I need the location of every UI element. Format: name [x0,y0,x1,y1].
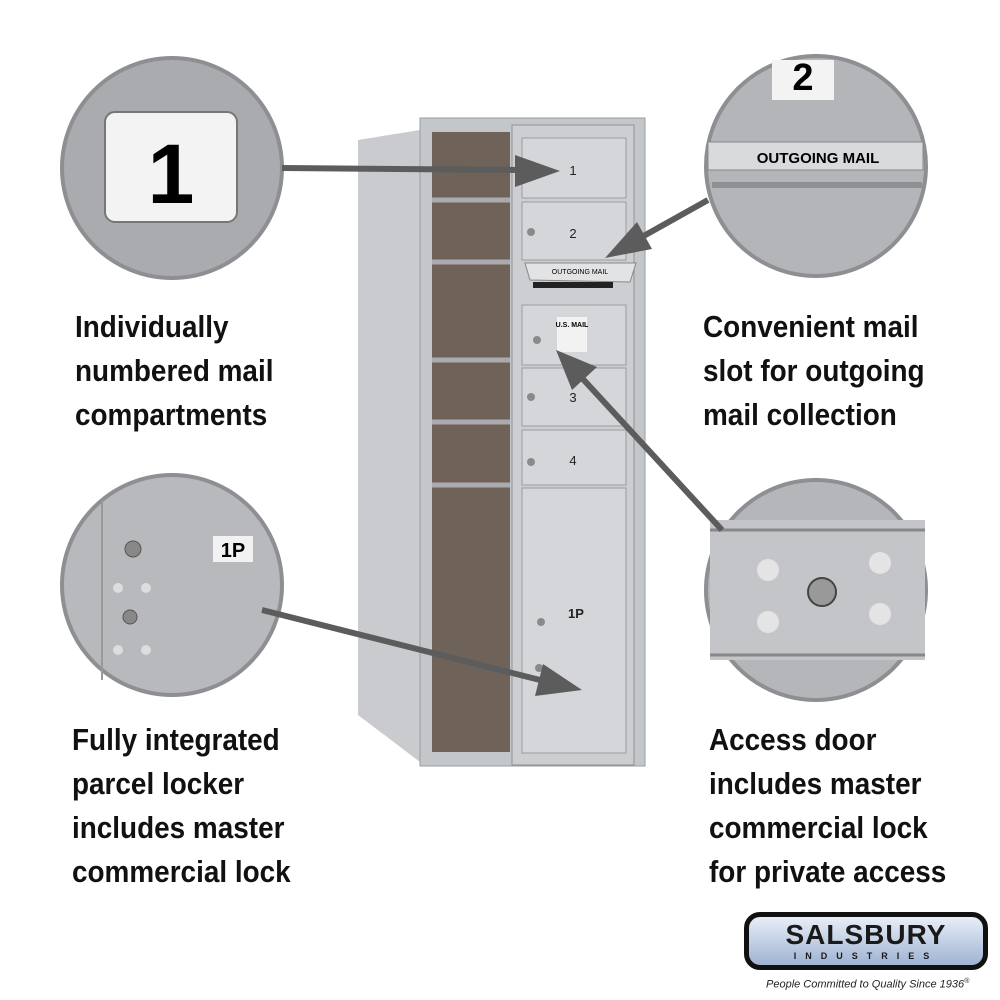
salsbury-logo: SALSBURY INDUSTRIES [744,912,988,970]
compartment-2-number: 2 [569,226,576,241]
brand-tagline: People Committed to Quality Since 1936® [766,978,969,991]
zoom-circle-access [704,478,928,702]
brand-name: SALSBURY [785,919,947,950]
outgoing-mail-label: OUTGOING MAIL [757,150,880,167]
caption-outgoing: Convenient mail slot for outgoing mail c… [703,305,925,437]
callout-arrows [261,155,725,696]
caption-line: includes master [72,810,285,845]
zoom-circle-parcel: 1P [60,473,284,697]
caption-line: Access door [709,722,877,757]
slot-label: OUTGOING MAIL [552,269,609,276]
mailbox-unit: OUTGOING MAIL U.S. MAIL 1 2 3 4 1P [358,117,646,767]
caption-line: parcel locker [72,766,245,801]
caption-line: Convenient mail [703,309,919,344]
usmail-label: U.S. MAIL [556,322,589,329]
caption-line: compartments [75,397,268,432]
compartment-3-number: 3 [569,390,576,405]
zoom-circle-numbered: 1 [60,56,284,280]
tagline-text: People Committed to Quality Since 1936 [766,978,965,991]
caption-access: Access door includes master commercial l… [709,718,946,894]
zoom-circle-outgoing: 2 OUTGOING MAIL [704,54,928,278]
caption-line: for private access [709,854,947,889]
caption-line: slot for outgoing [703,353,925,388]
registered-mark: ® [964,978,970,985]
caption-line: includes master [709,766,922,801]
compartment-4-number: 4 [569,453,576,468]
caption-line: numbered mail [75,353,274,388]
compartment-1-number: 1 [569,163,576,178]
caption-line: Individually [75,309,229,344]
badge-1: 1 [148,127,195,221]
brand-sub: INDUSTRIES [793,951,939,961]
caption-line: mail collection [703,397,897,432]
caption-line: Fully integrated [72,722,280,757]
parcel-number: 1P [568,606,584,621]
caption-line: commercial lock [72,854,291,889]
caption-parcel: Fully integrated parcel locker includes … [72,718,291,894]
badge-2: 2 [792,57,813,99]
caption-line: commercial lock [709,810,928,845]
caption-numbered: Individually numbered mail compartments [75,305,273,437]
badge-1p: 1P [221,540,245,562]
